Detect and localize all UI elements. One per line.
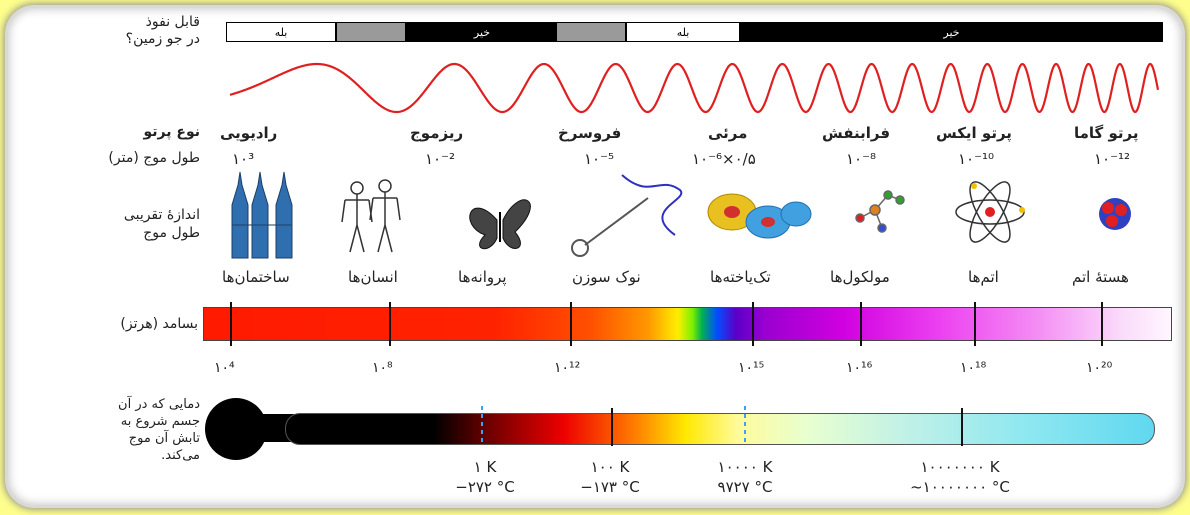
scale-item: مولکول‌ها — [830, 268, 890, 286]
scale-item: هستهٔ اتم — [1072, 268, 1129, 286]
frequency-tick — [1101, 302, 1103, 346]
molecules-icon — [855, 190, 905, 233]
wavelength-value: ۱۰⁻¹⁰ — [958, 150, 995, 168]
scale-label: اندازهٔ تقریبی طول موج — [60, 206, 200, 242]
temperature-marker — [961, 408, 963, 446]
needle-tip-icon — [571, 174, 683, 257]
temperature-label-line: تابش آن موج — [128, 431, 200, 446]
temperature-celsius: −۱۷۳ °C — [580, 478, 640, 496]
temperature-label-line: می‌کند. — [161, 448, 200, 463]
wave-line — [229, 62, 1160, 114]
wavelength-label: طول موج (متر) — [108, 150, 200, 166]
frequency-tick — [860, 302, 862, 346]
frequency-tick — [570, 302, 572, 346]
band-label: بله — [274, 25, 288, 39]
scale-label-line1: اندازهٔ تقریبی — [123, 207, 200, 223]
band-segment-yes-2: بله — [627, 23, 739, 41]
temperature-marker — [611, 408, 613, 446]
band-segment-yes-1: بله — [227, 23, 335, 41]
buildings-icon — [231, 171, 293, 259]
penetration-label: قابل نفوذ در جو زمین؟ — [60, 14, 200, 48]
temperature-kelvin: ۱ K — [473, 458, 497, 476]
frequency-tick — [974, 302, 976, 346]
band-segment-no-1: خیر — [407, 23, 557, 41]
band-segment-partial-1 — [337, 23, 405, 41]
frequency-tick — [752, 302, 754, 346]
radiation-type-visible: مرئی — [708, 124, 748, 142]
butterfly-icon — [469, 199, 531, 249]
scale-label-line2: طول موج — [143, 225, 200, 241]
temperature-label-line: دمایی که در آن — [118, 397, 200, 412]
temperature-label: دمایی که در آن جسم شروع به تابش آن موج م… — [40, 396, 200, 464]
frequency-tick — [389, 302, 391, 346]
temperature-kelvin: ۱۰۰ K — [590, 458, 630, 476]
radiation-type-ultraviolet: فرابنفش — [822, 124, 891, 142]
frequency-power: ۱۰²⁰ — [1086, 360, 1113, 376]
band-label: بله — [676, 25, 690, 39]
humans-icon — [341, 179, 401, 253]
radiation-type-radio: رادیویی — [220, 124, 278, 142]
radiation-type-infrared: فروسرخ — [558, 124, 622, 142]
temperature-celsius: ~۱۰۰۰۰۰۰۰ °C — [910, 478, 1010, 496]
radiation-type-microwave: ریزموج — [410, 124, 464, 142]
radiation-type-gamma: پرتو گاما — [1074, 124, 1139, 142]
band-label: خیر — [473, 25, 491, 39]
frequency-power: ۱۰⁴ — [214, 360, 235, 376]
thermometer-bulb — [205, 398, 267, 460]
scale-item: ساختمان‌ها — [222, 268, 290, 286]
band-label: خیر — [943, 25, 960, 39]
frequency-label: بسامد (هرتز) — [120, 316, 198, 332]
wavelength-value: ۱۰³ — [232, 150, 255, 168]
frequency-power: ۱۰¹⁵ — [738, 360, 765, 376]
penetration-label-line1: قابل نفوذ — [145, 14, 200, 30]
thermometer-bar — [285, 413, 1155, 445]
penetration-label-line2: در جو زمین؟ — [125, 31, 200, 47]
radiation-type-xray: پرتو ایکس — [936, 124, 1012, 142]
wavelength-value: ۱۰⁻¹² — [1094, 150, 1131, 168]
wavelength-value: ۱۰⁻⁵ — [584, 150, 615, 168]
frequency-tick — [230, 302, 232, 346]
wavelength-value: ۱۰⁻⁸ — [846, 150, 877, 168]
penetration-band: بله خیر بله خیر — [226, 22, 1163, 42]
radiation-type-label: نوع پرتو — [143, 124, 200, 140]
scale-item: تک‌یاخته‌ها — [710, 268, 771, 286]
band-segment-partial-2 — [557, 23, 625, 41]
scale-item: نوک سوزن — [572, 268, 641, 286]
temperature-marker — [744, 406, 746, 446]
temperature-celsius: ۹۷۲۷ °C — [717, 478, 773, 496]
atom-icon — [955, 181, 1025, 243]
frequency-power: ۱۰¹² — [554, 360, 581, 376]
frequency-power: ۱۰⁸ — [372, 360, 393, 376]
temperature-celsius: −۲۷۲ °C — [455, 478, 515, 496]
nucleus-icon — [1099, 198, 1131, 230]
scale-item: انسان‌ها — [348, 268, 398, 286]
scale-item: اتم‌ها — [968, 268, 999, 286]
band-segment-no-2: خیر — [741, 23, 1162, 41]
frequency-spectrum-bar — [203, 302, 1172, 346]
frequency-power: ۱۰¹⁸ — [960, 360, 987, 376]
scale-item: پروانه‌ها — [458, 268, 507, 286]
wavelength-value: ۰/۵×۱۰⁻⁶ — [692, 150, 756, 168]
temperature-label-line: جسم شروع به — [120, 414, 200, 429]
frequency-power: ۱۰¹⁶ — [846, 360, 873, 376]
cells-icon — [707, 193, 812, 239]
temperature-marker — [481, 406, 483, 446]
wavelength-value: ۱۰⁻² — [425, 150, 456, 168]
temperature-kelvin: ۱۰۰۰۰ K — [717, 458, 773, 476]
temperature-kelvin: ۱۰۰۰۰۰۰۰ K — [920, 458, 1000, 476]
